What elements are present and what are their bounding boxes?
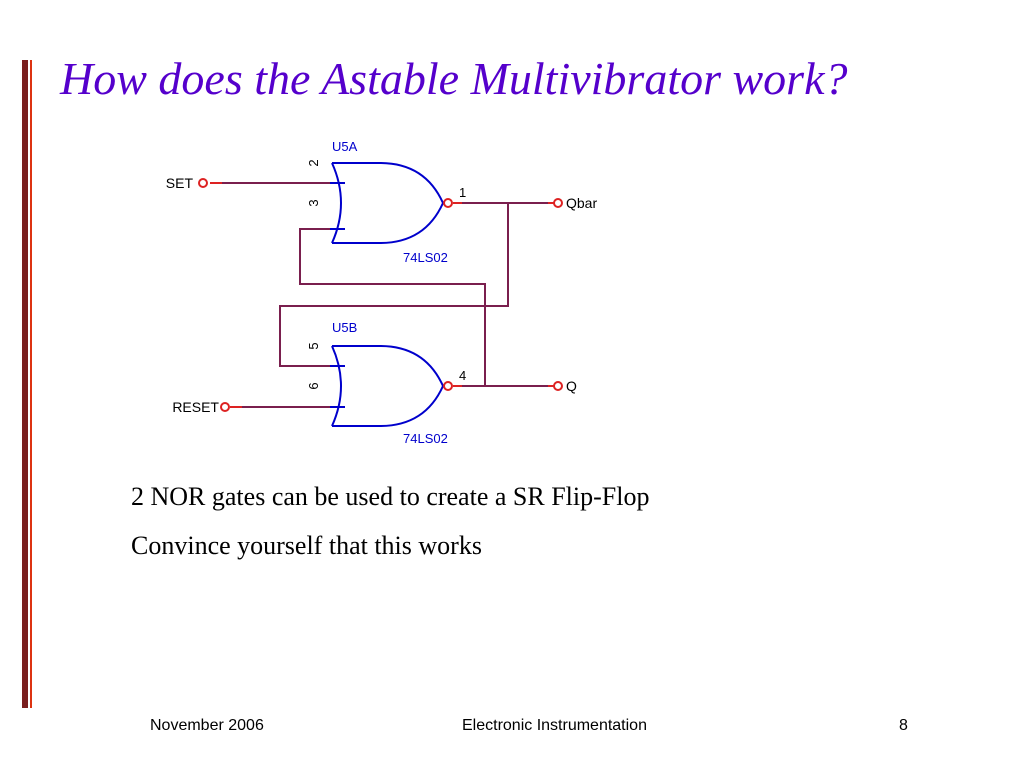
wires [222,182,548,408]
label-qbar: Qbar [566,195,597,211]
nor-gate-u5b [330,345,445,427]
pin-u5a-out: 1 [459,185,466,200]
body-text-line-1: 2 NOR gates can be used to create a SR F… [131,482,650,511]
nor-bubble-u5a [443,198,453,208]
pin-u5b-in-1: 5 [306,342,321,349]
pin-u5b-out: 4 [459,368,466,383]
label-reset: RESET [172,399,219,415]
set-connector [198,178,208,188]
label-q: Q [566,378,577,394]
nor-bubble-u5b [443,381,453,391]
body-text-line-2: Convince yourself that this works [131,531,482,560]
sidebar-accent-dark [22,60,28,708]
reset-connector [220,402,230,412]
footer-date: November 2006 [150,717,264,734]
pin-u5a-in-2: 3 [306,199,321,206]
nor-gate-u5a [330,162,445,244]
label-set: SET [166,175,194,191]
pin-stubs [210,182,554,408]
footer-page-number: 8 [899,717,908,734]
pin-u5a-in-1: 2 [306,159,321,166]
pin-u5b-in-2: 6 [306,382,321,389]
q-connector [553,381,563,391]
wire-cross-feedback-1 [299,228,486,386]
sidebar-accent-light [30,60,32,708]
ref-u5b: U5B [332,320,357,335]
wire-cross-feedback-2 [279,203,509,367]
part-u5b: 74LS02 [403,431,448,446]
ref-u5a: U5A [332,139,358,154]
part-u5a: 74LS02 [403,250,448,265]
qbar-connector [553,198,563,208]
sr-flip-flop-schematic: SET RESET Qbar Q U5A 74LS02 U5B 74LS02 2… [166,139,598,446]
footer-course: Electronic Instrumentation [462,717,647,734]
slide-title: How does the Astable Multivibrator work? [60,53,848,104]
